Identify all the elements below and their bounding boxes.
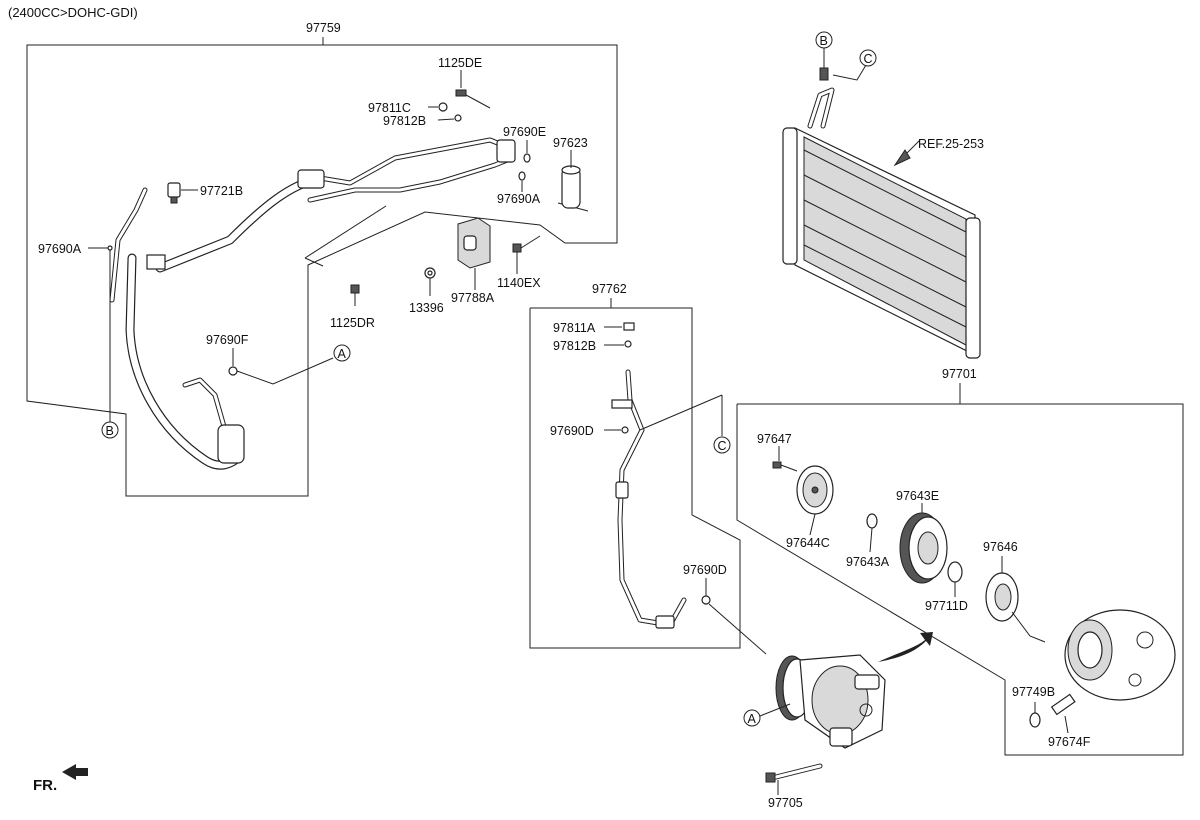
compressor-assembly-frame: 97701: [736, 367, 1184, 756]
cap-97811C: 97811C: [368, 101, 448, 115]
part-97690E-label: 97690E: [503, 125, 546, 139]
ring-97711D: 97711D: [925, 561, 968, 613]
condenser: REF.25-253: [782, 48, 984, 359]
callout-a-liquid-line: A: [333, 344, 351, 362]
snap-ring-97643A: 97643A: [846, 513, 890, 569]
callout-b-left-text: B: [106, 424, 114, 438]
pipe-end-fitting: [217, 424, 245, 464]
callout-b-condenser: B: [815, 31, 833, 49]
cap-97811A: 97811A: [553, 321, 635, 335]
seal-97812B-mid: 97812B: [553, 339, 632, 353]
part-1140EX-label: 1140EX: [497, 276, 541, 290]
front-arrow-icon: [62, 764, 88, 780]
part-97643A-label: 97643A: [846, 555, 890, 569]
part-1125DE-label: 1125DE: [438, 56, 482, 70]
part-97647-label: 97647: [757, 432, 792, 446]
receiver-drier: 97623: [553, 136, 588, 209]
oring-97690D-upper: 97690D: [550, 424, 629, 438]
part-97690A-left-label: 97690A: [38, 242, 82, 256]
part-97812B-top-label: 97812B: [383, 114, 426, 128]
suction-hose-pipe: [611, 369, 723, 629]
front-direction-indicator: FR.: [33, 764, 88, 794]
oring-97690A-mid: 97690A: [497, 171, 541, 206]
pipe-block-fitting: [496, 139, 516, 163]
part-97643E-label: 97643E: [896, 489, 939, 503]
suction-hose-assembly-frame: 97762: [529, 282, 741, 649]
part-97644C-label: 97644C: [786, 536, 830, 550]
pulley-97643E: 97643E: [896, 489, 948, 584]
callout-b-left: B: [101, 250, 119, 439]
seal-97812B-top: 97812B: [383, 114, 462, 128]
liquid-line-assembly-frame: 97759: [26, 21, 618, 497]
assembly-97701-label: 97701: [942, 367, 977, 381]
part-97690D-lower-label: 97690D: [683, 563, 727, 577]
callout-a-compressor-text: A: [748, 712, 757, 726]
part-97674F-label: 97674F: [1048, 735, 1091, 749]
part-97721B-label: 97721B: [200, 184, 243, 198]
main-compressor: [775, 654, 886, 749]
callout-c-condenser: C: [859, 49, 877, 67]
oring-97690F: 97690F: [206, 333, 334, 385]
front-label: FR.: [33, 777, 57, 794]
bracket-97788A: 97788A: [451, 217, 495, 305]
part-97690A-mid-label: 97690A: [497, 192, 541, 206]
liquid-line-pipes: [109, 137, 516, 470]
part-97705-label: 97705: [768, 796, 803, 810]
callout-c-condenser-text: C: [864, 52, 873, 66]
part-97646-label: 97646: [983, 540, 1018, 554]
oring-97690D-lower: 97690D: [683, 563, 767, 655]
bolt-97705: 97705: [765, 763, 823, 810]
bolt-97647: 97647: [757, 432, 798, 472]
callout-c-suction-text: C: [718, 439, 727, 453]
part-97812B-mid-label: 97812B: [553, 339, 596, 353]
oring-97690E: 97690E: [503, 125, 546, 163]
part-97623-label: 97623: [553, 136, 588, 150]
callout-b-condenser-text: B: [820, 34, 828, 48]
assembly-direction-arrow: [878, 632, 933, 662]
part-97711D-label: 97711D: [925, 599, 968, 613]
engine-spec-label: (2400CC>DOHC-GDI): [8, 5, 138, 20]
part-97690F-label: 97690F: [206, 333, 249, 347]
part-97690D-upper-label: 97690D: [550, 424, 594, 438]
assembly-97759-label: 97759: [306, 21, 341, 35]
callout-a-text: A: [338, 347, 347, 361]
oring-97690A-left: 97690A: [38, 242, 113, 256]
ref-25-253-label: REF.25-253: [918, 137, 984, 151]
assembly-97762-label: 97762: [592, 282, 627, 296]
field-coil-97646: 97646: [983, 540, 1046, 643]
part-97811A-label: 97811A: [553, 321, 596, 335]
callout-a-compressor: A: [743, 703, 791, 727]
part-13396-label: 13396: [409, 301, 444, 315]
oring-97749B: 97749B: [1012, 685, 1055, 728]
bolt-1140EX: 1140EX: [497, 235, 541, 290]
part-97749B-label: 97749B: [1012, 685, 1055, 699]
part-97788A-label: 97788A: [451, 291, 495, 305]
bolt-1125DE: 1125DE: [438, 56, 491, 109]
pipe-joint-fitting: [297, 169, 325, 189]
valve-97674F: 97674F: [1048, 693, 1091, 749]
compressor-body-detail: [1064, 609, 1176, 701]
part-1125DR-label: 1125DR: [330, 316, 375, 330]
pressure-switch-97721B: 97721B: [167, 182, 243, 204]
clutch-hub-97644C: 97644C: [786, 465, 834, 550]
part-97811C-label: 97811C: [368, 101, 411, 115]
callout-c-suction: C: [713, 436, 731, 454]
bolt-1125DR: 1125DR: [330, 284, 375, 330]
pipe-joint-block: [146, 254, 166, 270]
nut-13396: 13396: [409, 267, 444, 315]
